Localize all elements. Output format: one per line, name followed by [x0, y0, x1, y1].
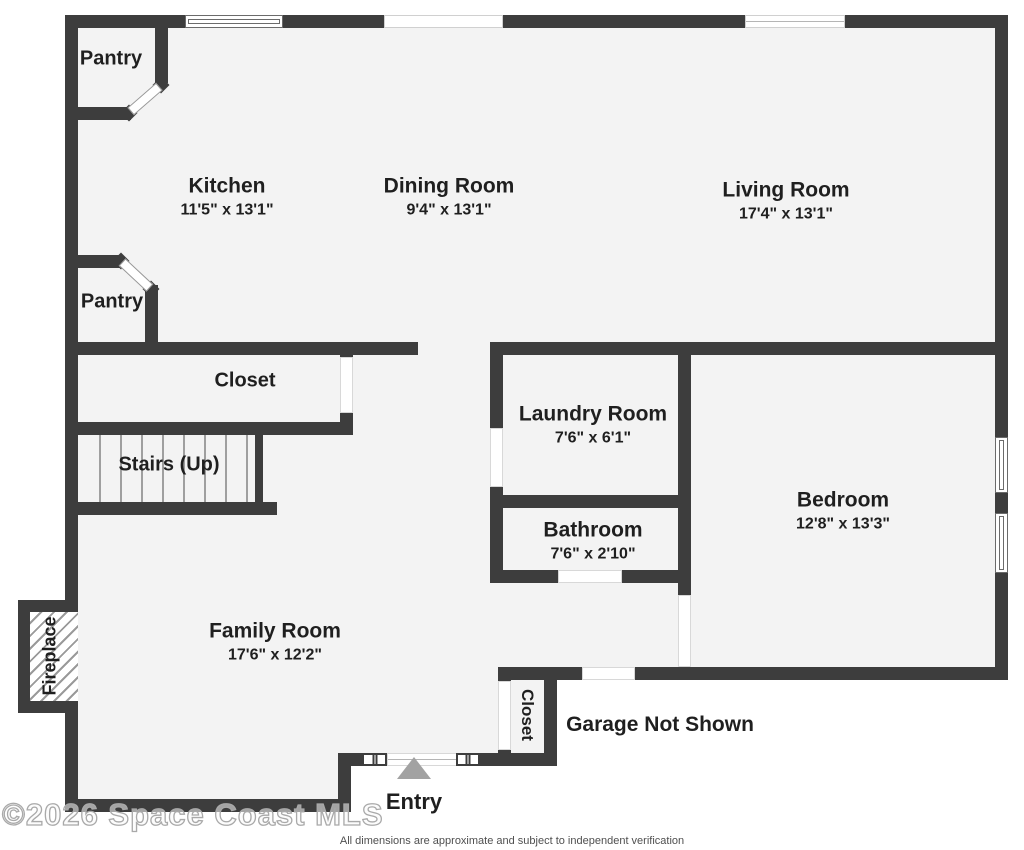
floor-area-entry-hall	[78, 680, 557, 753]
room-name: Living Room	[722, 178, 850, 202]
wall-divider-right	[490, 342, 1008, 355]
room-label-dining: Dining Room 9'4" x 13'1"	[384, 174, 515, 219]
wall-entry-step	[338, 753, 351, 812]
window-sash	[999, 516, 1004, 570]
wall-pantry-lower-right	[145, 285, 158, 355]
room-label-kitchen: Kitchen 11'5" x 13'1"	[180, 174, 273, 219]
stairs-treads	[80, 435, 255, 503]
room-label-bathroom: Bathroom 7'6" x 2'10"	[543, 518, 642, 563]
window-mullion	[372, 755, 377, 764]
window-symbol-bedroom-2	[995, 513, 1008, 573]
room-label-family: Family Room 17'6" x 12'2"	[209, 619, 341, 664]
door-opening-garage	[582, 667, 635, 680]
room-dims: 17'6" x 12'2"	[228, 646, 322, 664]
wall-family-bottom	[65, 799, 351, 812]
label-entry-closet: Closet	[518, 689, 537, 741]
window-symbol-kitchen	[185, 15, 283, 28]
floor-area-bedroom	[691, 342, 995, 667]
room-name: Laundry Room	[518, 402, 668, 426]
wall-hall-closet-bottom	[65, 422, 353, 435]
door-opening-entry-closet	[498, 681, 511, 750]
disclaimer-text: All dimensions are approximate and subje…	[339, 835, 685, 847]
door-opening-laundry	[490, 428, 503, 487]
door-opening-bedroom	[678, 595, 691, 667]
label-hall-closet: Closet	[214, 369, 276, 392]
window-mullion	[465, 755, 471, 764]
room-dims: 9'4" x 13'1"	[406, 201, 492, 219]
room-name: Dining Room	[383, 174, 515, 198]
window-opening-living	[745, 15, 845, 28]
label-fireplace: Fireplace	[39, 616, 60, 696]
room-label-laundry: Laundry Room 7'6" x 6'1"	[519, 402, 667, 447]
wall-garage-side	[498, 667, 1008, 680]
room-label-bedroom: Bedroom 12'8" x 13'3"	[796, 488, 890, 533]
window-sash	[999, 440, 1004, 490]
door-opening-hall-closet	[340, 357, 353, 413]
wall-stairs-bottom	[65, 502, 277, 515]
wall-bathroom-top	[490, 495, 691, 508]
window-sash	[188, 19, 280, 24]
wall-pantry-upper-bottom	[65, 107, 131, 120]
label-garage-note: Garage Not Shown	[566, 713, 754, 736]
entry-marker-icon	[397, 757, 431, 779]
wall-stairs-edge	[255, 435, 263, 505]
room-name: Bedroom	[796, 488, 890, 512]
room-dims: 7'6" x 2'10"	[550, 545, 636, 563]
label-stairs: Stairs (Up)	[118, 453, 220, 476]
watermark: ©2026 Space Coast MLS	[1, 796, 384, 832]
room-dims: 12'8" x 13'3"	[796, 515, 890, 533]
room-name: Family Room	[209, 619, 341, 643]
fireplace-hatch	[30, 612, 78, 701]
window-opening-dining	[384, 15, 503, 28]
wall-divider-left	[65, 342, 418, 355]
room-dims: 17'4" x 13'1"	[739, 205, 833, 223]
door-opening-bathroom	[558, 570, 622, 583]
entry-sidelite-left	[362, 753, 387, 766]
window-midline	[746, 20, 844, 22]
room-name: Bathroom	[543, 518, 643, 542]
floor-area-upper	[78, 28, 995, 355]
floor-area-family-bottom	[78, 753, 338, 799]
label-entry: Entry	[385, 789, 443, 814]
wall-pantry-lower-top	[65, 255, 120, 268]
entry-sidelite-right	[456, 753, 480, 766]
room-label-living: Living Room 17'4" x 13'1"	[722, 178, 849, 223]
fireplace-frame-bottom	[18, 701, 78, 713]
wall-entry-closet-right	[544, 667, 557, 766]
room-dims: 11'5" x 13'1"	[180, 201, 274, 219]
window-symbol-bedroom-1	[995, 437, 1008, 493]
fireplace-frame-top	[18, 600, 78, 612]
wall-pantry-upper-right	[155, 15, 168, 83]
label-pantry-lower: Pantry	[80, 290, 144, 313]
room-name: Kitchen	[188, 174, 266, 198]
room-dims: 7'6" x 6'1"	[554, 429, 632, 447]
fireplace-frame-left	[18, 600, 30, 713]
label-pantry-upper: Pantry	[79, 47, 143, 70]
